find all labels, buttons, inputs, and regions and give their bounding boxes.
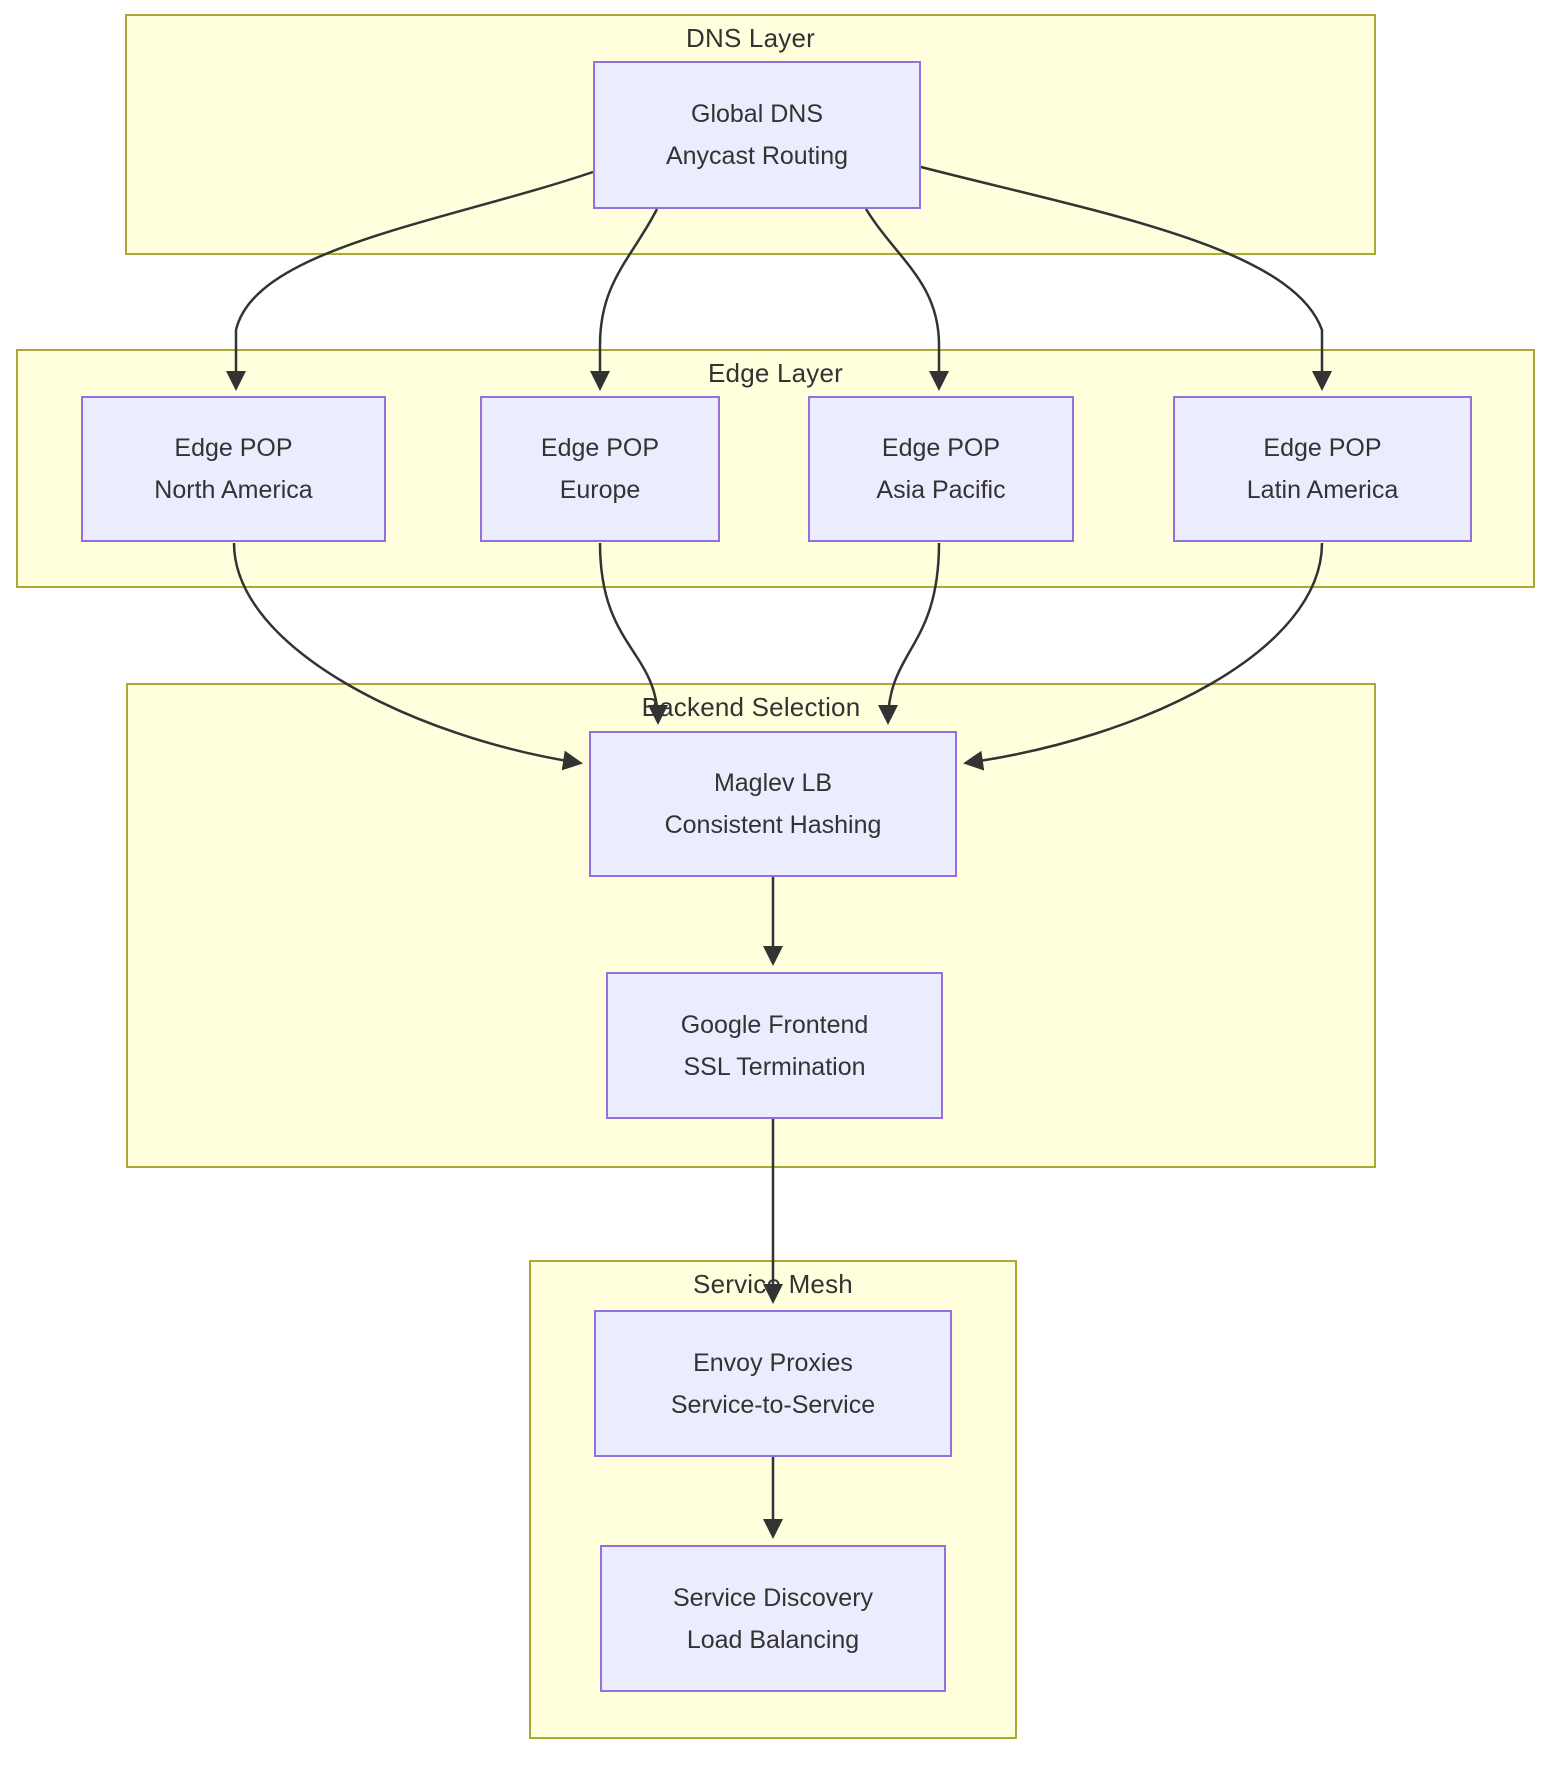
node-label-line: Europe: [559, 476, 641, 504]
edge-na-to-maglev: [232, 542, 583, 771]
node-google-frontend: Google Frontend SSL Termination: [606, 972, 943, 1119]
edge-globaldns-to-eu: [590, 208, 659, 391]
edge-la-to-maglev: [963, 542, 1324, 771]
node-label-line: Envoy Proxies: [693, 1348, 853, 1377]
node-label-line: Latin America: [1246, 476, 1399, 504]
node-label-line: Maglev LB: [713, 769, 833, 797]
edge-globaldns-to-ap: [864, 208, 949, 391]
node-label-line: Edge POP: [881, 434, 1001, 462]
node-label-line: SSL Termination: [683, 1052, 866, 1081]
node-label-line: Service Discovery: [672, 1583, 874, 1612]
node-label-line: Edge POP: [174, 434, 293, 462]
node-global-dns: Global DNS Anycast Routing: [593, 61, 921, 209]
node-edge-pop-north-america: Edge POP North America: [81, 396, 386, 542]
node-edge-pop-latin-america: Edge POP Latin America: [1173, 396, 1472, 542]
node-label-line: Anycast Routing: [665, 142, 849, 170]
node-label-line: Edge POP: [1263, 434, 1382, 462]
node-label-line: Edge POP: [540, 434, 660, 462]
node-edge-pop-europe: Edge POP Europe: [480, 396, 720, 542]
cluster-label-backend-selection: Backend Selection: [641, 692, 861, 722]
node-label-line: Google Frontend: [680, 1010, 869, 1039]
node-service-discovery: Service Discovery Load Balancing: [600, 1545, 946, 1692]
cluster-label-dns-layer: DNS Layer: [686, 23, 815, 53]
node-label-line: Service-to-Service: [670, 1390, 876, 1419]
edge-eu-to-maglev: [598, 542, 668, 725]
edge-globaldns-to-na: [226, 170, 594, 391]
node-label-line: North America: [154, 476, 313, 504]
cluster-label-edge-layer: Edge Layer: [708, 358, 843, 388]
node-label-line: Consistent Hashing: [664, 811, 882, 839]
node-label-line: Asia Pacific: [876, 476, 1006, 504]
edge-globaldns-to-la: [920, 165, 1332, 391]
edge-ap-to-maglev: [878, 542, 941, 725]
node-label-line: Load Balancing: [686, 1625, 860, 1654]
node-label-line: Global DNS: [691, 100, 823, 128]
node-maglev-lb: Maglev LB Consistent Hashing: [589, 731, 957, 877]
node-envoy-proxies: Envoy Proxies Service-to-Service: [594, 1310, 952, 1457]
node-edge-pop-asia-pacific: Edge POP Asia Pacific: [808, 396, 1074, 542]
